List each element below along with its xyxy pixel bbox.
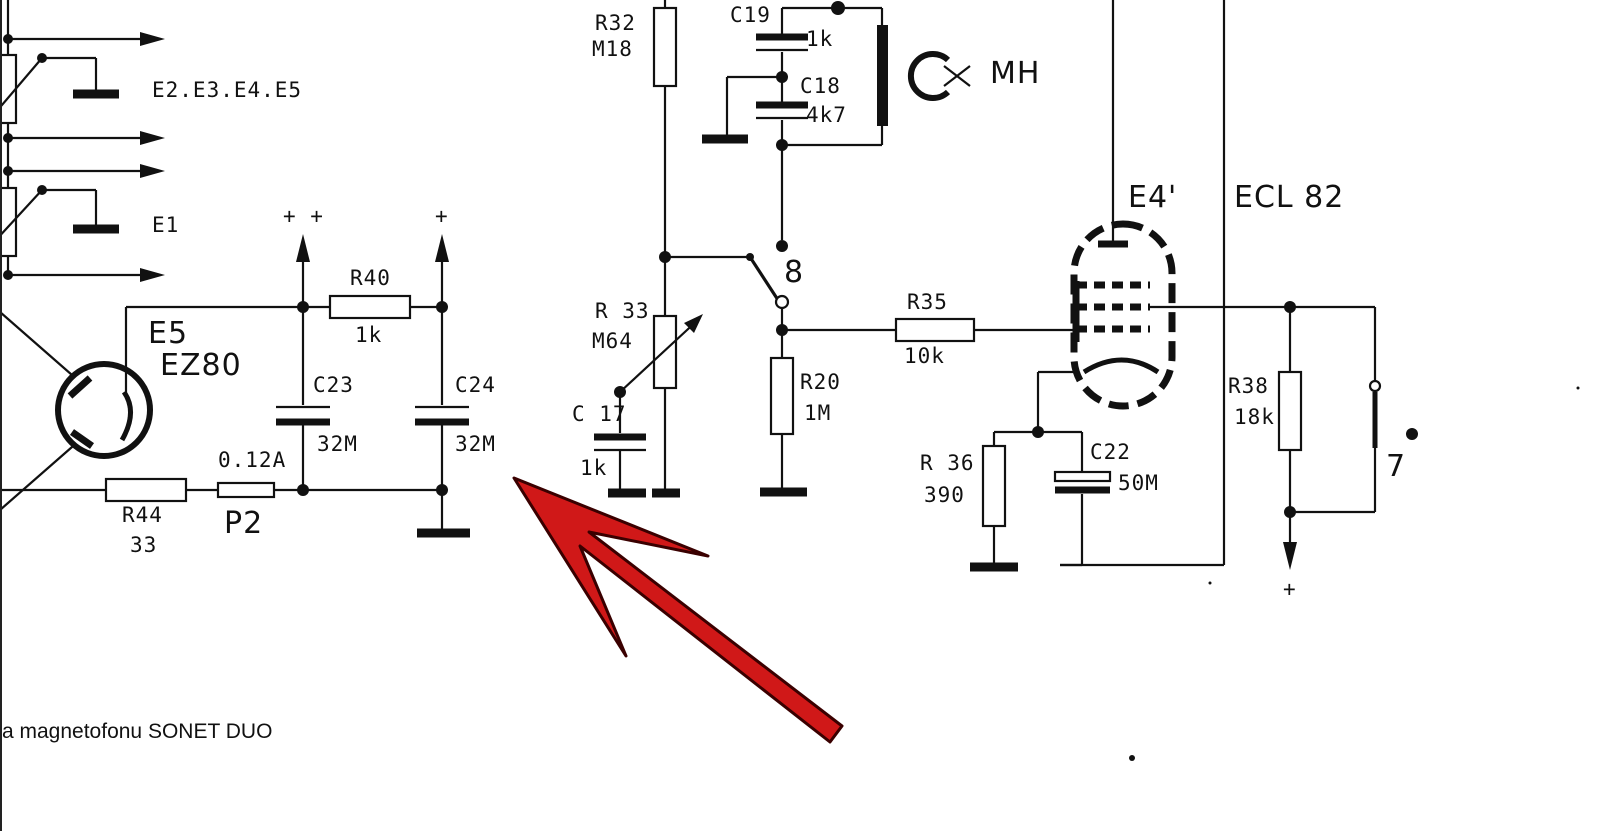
diagram-caption: a magnetofonu SONET DUO: [2, 720, 272, 743]
r36-value: 390: [924, 483, 965, 507]
left-resistor-stack: [0, 0, 119, 280]
r20-value: 1M: [804, 401, 831, 425]
r38-label: R38: [1228, 374, 1269, 398]
c24-label: C24: [455, 373, 496, 397]
c19-label: C19: [730, 3, 771, 27]
plus-plus-label: + +: [283, 204, 324, 228]
r35-label: R35: [907, 290, 948, 314]
filter-network: [0, 234, 470, 538]
c22-label: C22: [1090, 440, 1131, 464]
r36-label: R 36: [920, 451, 975, 475]
red-annotation-arrow: [512, 476, 844, 744]
c23-value: 32M: [317, 432, 358, 456]
mh-label: MH: [990, 56, 1040, 91]
ecl82-label: ECL 82: [1234, 180, 1344, 215]
fuse-rating: 0.12A: [218, 448, 286, 472]
c19-value: 1k: [806, 27, 833, 51]
c17-value: 1k: [580, 456, 607, 480]
switch-position-label: 8: [784, 255, 804, 290]
output-label-e1: E1: [152, 213, 179, 237]
ez80-rectifier-tube: [0, 307, 153, 511]
c23-label: C23: [313, 373, 354, 397]
e5-label: E5: [148, 316, 188, 351]
r40-label: R40: [350, 266, 391, 290]
output-label-e2-e5: E2.E3.E4.E5: [152, 78, 302, 102]
r44-value: 33: [130, 533, 157, 557]
r33-value: M64: [592, 329, 633, 353]
plus-label: +: [435, 204, 449, 228]
fuse-label: P2: [224, 506, 263, 541]
c18-value: 4k7: [806, 103, 847, 127]
r32-value: M18: [592, 37, 633, 61]
r32-label: R32: [595, 11, 636, 35]
output-plus-label: +: [1283, 577, 1297, 601]
c18-label: C18: [800, 74, 841, 98]
ez80-label: EZ80: [160, 348, 242, 383]
r44-label: R44: [122, 503, 163, 527]
input-network: [594, 0, 971, 498]
e4-label: E4': [1128, 180, 1177, 215]
c24-value: 32M: [455, 432, 496, 456]
ecl82-tube-section: [894, 0, 1418, 572]
r38-value: 18k: [1234, 405, 1275, 429]
r20-label: R20: [800, 370, 841, 394]
r40-value: 1k: [355, 323, 382, 347]
r35-value: 10k: [904, 344, 945, 368]
c17-label: C 17: [572, 402, 627, 426]
r33-label: R 33: [595, 299, 650, 323]
page-edge: [0, 0, 2, 831]
c22-value: 50M: [1118, 471, 1159, 495]
contact-label: 7: [1386, 449, 1406, 484]
signal-arrows: [8, 32, 165, 282]
